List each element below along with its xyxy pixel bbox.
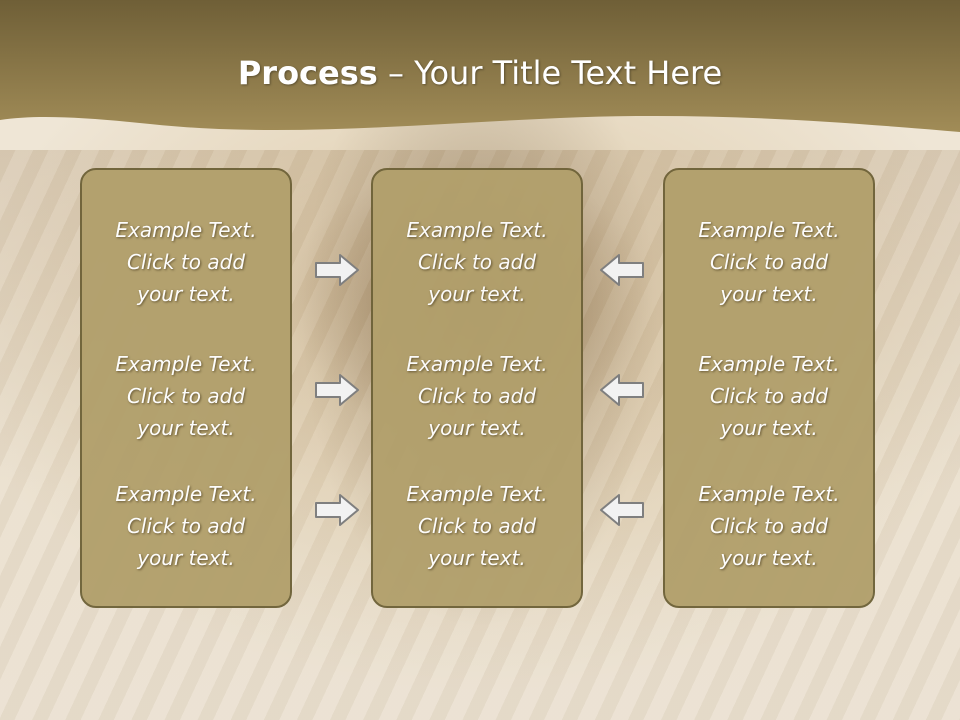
panel-text[interactable]: Example Text. Click to add your text. bbox=[373, 214, 581, 310]
arrow-left-icon bbox=[600, 494, 644, 526]
text-line: your text. bbox=[720, 546, 818, 570]
text-line: Click to add bbox=[709, 250, 829, 274]
text-line: your text. bbox=[428, 416, 526, 440]
text-line: Click to add bbox=[417, 514, 537, 538]
text-line: your text. bbox=[428, 282, 526, 306]
text-line: Example Text. bbox=[115, 482, 257, 506]
title-rest: – Your Title Text Here bbox=[377, 54, 723, 92]
panel-text[interactable]: Example Text. Click to add your text. bbox=[665, 214, 873, 310]
arrow-left-icon bbox=[600, 254, 644, 286]
text-line: Example Text. bbox=[406, 352, 548, 376]
panel-text[interactable]: Example Text. Click to add your text. bbox=[665, 478, 873, 574]
text-line: Example Text. bbox=[698, 352, 840, 376]
panel-text[interactable]: Example Text. Click to add your text. bbox=[373, 348, 581, 444]
text-line: Example Text. bbox=[115, 218, 257, 242]
title-bold: Process bbox=[237, 54, 378, 92]
text-line: Click to add bbox=[126, 384, 246, 408]
text-panel-left[interactable]: Example Text. Click to add your text. Ex… bbox=[80, 168, 292, 608]
arrow-right-icon bbox=[315, 254, 359, 286]
panel-text[interactable]: Example Text. Click to add your text. bbox=[373, 478, 581, 574]
text-line: Click to add bbox=[417, 250, 537, 274]
text-line: Click to add bbox=[417, 384, 537, 408]
text-line: Click to add bbox=[709, 384, 829, 408]
arrow-right-icon bbox=[315, 494, 359, 526]
panel-text[interactable]: Example Text. Click to add your text. bbox=[82, 478, 290, 574]
text-line: your text. bbox=[137, 282, 235, 306]
text-line: Example Text. bbox=[698, 218, 840, 242]
panel-text[interactable]: Example Text. Click to add your text. bbox=[82, 348, 290, 444]
text-line: your text. bbox=[137, 546, 235, 570]
title-banner bbox=[0, 0, 960, 132]
text-line: your text. bbox=[137, 416, 235, 440]
text-line: Example Text. bbox=[115, 352, 257, 376]
slide-title[interactable]: Process – Your Title Text Here bbox=[0, 54, 960, 92]
panel-text[interactable]: Example Text. Click to add your text. bbox=[82, 214, 290, 310]
arrow-left-icon bbox=[600, 374, 644, 406]
arrow-right-icon bbox=[315, 374, 359, 406]
text-line: Example Text. bbox=[406, 218, 548, 242]
text-panel-right[interactable]: Example Text. Click to add your text. Ex… bbox=[663, 168, 875, 608]
text-panel-center[interactable]: Example Text. Click to add your text. Ex… bbox=[371, 168, 583, 608]
text-line: Click to add bbox=[126, 514, 246, 538]
text-line: Example Text. bbox=[406, 482, 548, 506]
text-line: Click to add bbox=[126, 250, 246, 274]
text-line: Example Text. bbox=[698, 482, 840, 506]
text-line: Click to add bbox=[709, 514, 829, 538]
text-line: your text. bbox=[428, 546, 526, 570]
text-line: your text. bbox=[720, 416, 818, 440]
text-line: your text. bbox=[720, 282, 818, 306]
panel-text[interactable]: Example Text. Click to add your text. bbox=[665, 348, 873, 444]
